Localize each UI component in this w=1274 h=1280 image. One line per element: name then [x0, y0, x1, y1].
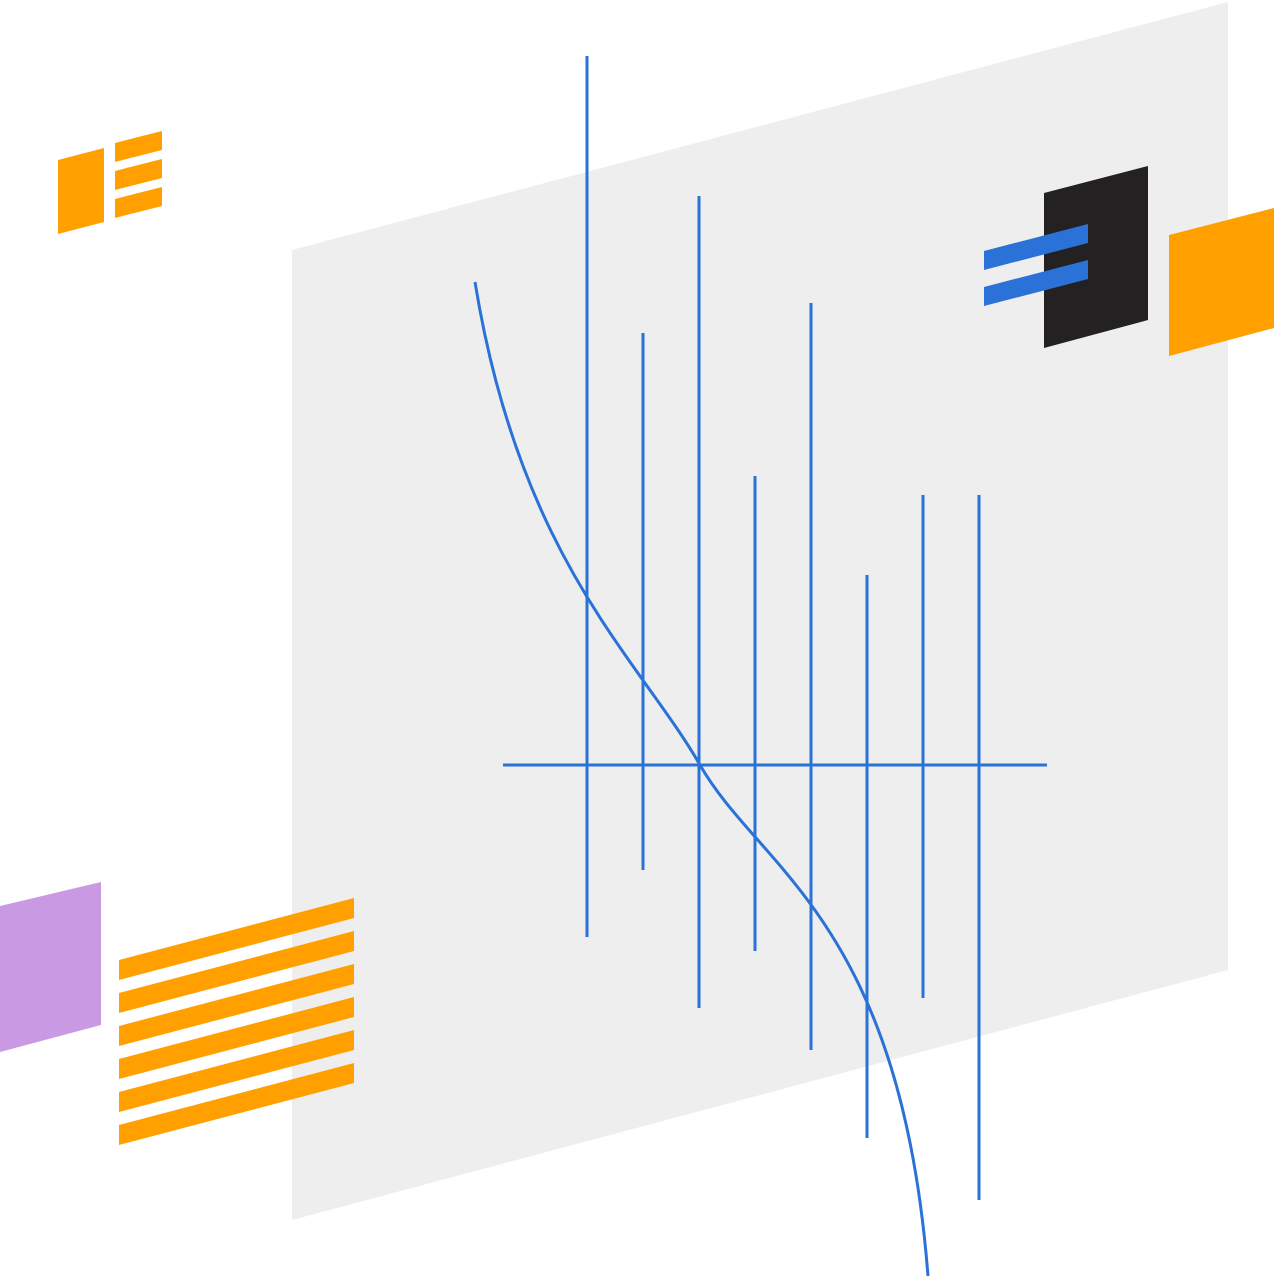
stripe [119, 997, 354, 1079]
stripe [119, 1063, 354, 1145]
list-icon-line-1 [115, 131, 162, 162]
stripe [119, 898, 354, 980]
purple-tile [0, 882, 101, 1052]
gray-panel [292, 2, 1228, 1220]
stripe [119, 964, 354, 1046]
list-icon-block [58, 148, 104, 234]
curve [473, 281, 930, 1277]
black-tile [1044, 166, 1148, 348]
list-icon-line-2 [115, 159, 162, 190]
list-icon [58, 131, 162, 234]
list-icon-line-3 [115, 187, 162, 218]
vertical-lines [585, 56, 981, 1200]
stripe [119, 1030, 354, 1112]
stripe [119, 931, 354, 1013]
orange-tile [1169, 208, 1274, 356]
blue-bar-2 [984, 260, 1088, 306]
blue-bar-1 [984, 224, 1088, 270]
stripe-block [119, 898, 354, 1145]
